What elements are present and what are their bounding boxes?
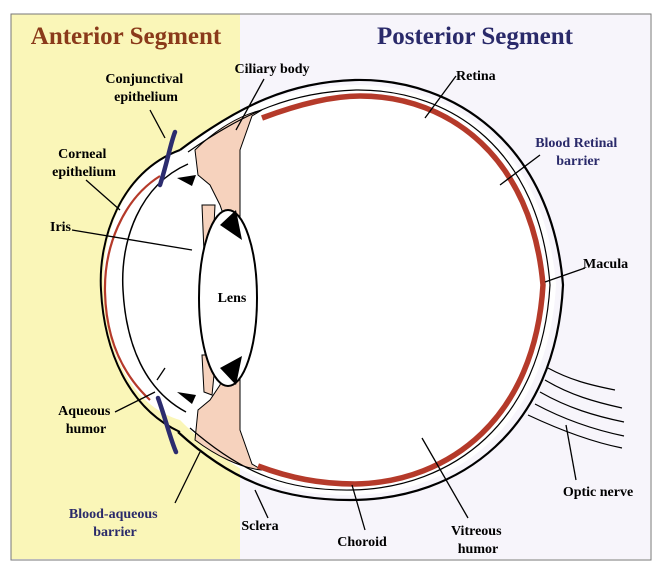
posterior-segment-title: Posterior Segment	[377, 23, 574, 50]
iris-label: Iris	[50, 220, 72, 235]
macula-label: Macula	[583, 257, 628, 272]
anterior-segment-title: Anterior Segment	[31, 23, 222, 50]
lens-label: Lens	[218, 291, 247, 306]
optic-nerve-label: Optic nerve	[563, 485, 633, 500]
ciliary-body-label: Ciliary body	[234, 62, 309, 77]
sclera-label: Sclera	[241, 519, 278, 534]
retina-label: Retina	[456, 69, 496, 84]
choroid-label: Choroid	[337, 535, 387, 550]
